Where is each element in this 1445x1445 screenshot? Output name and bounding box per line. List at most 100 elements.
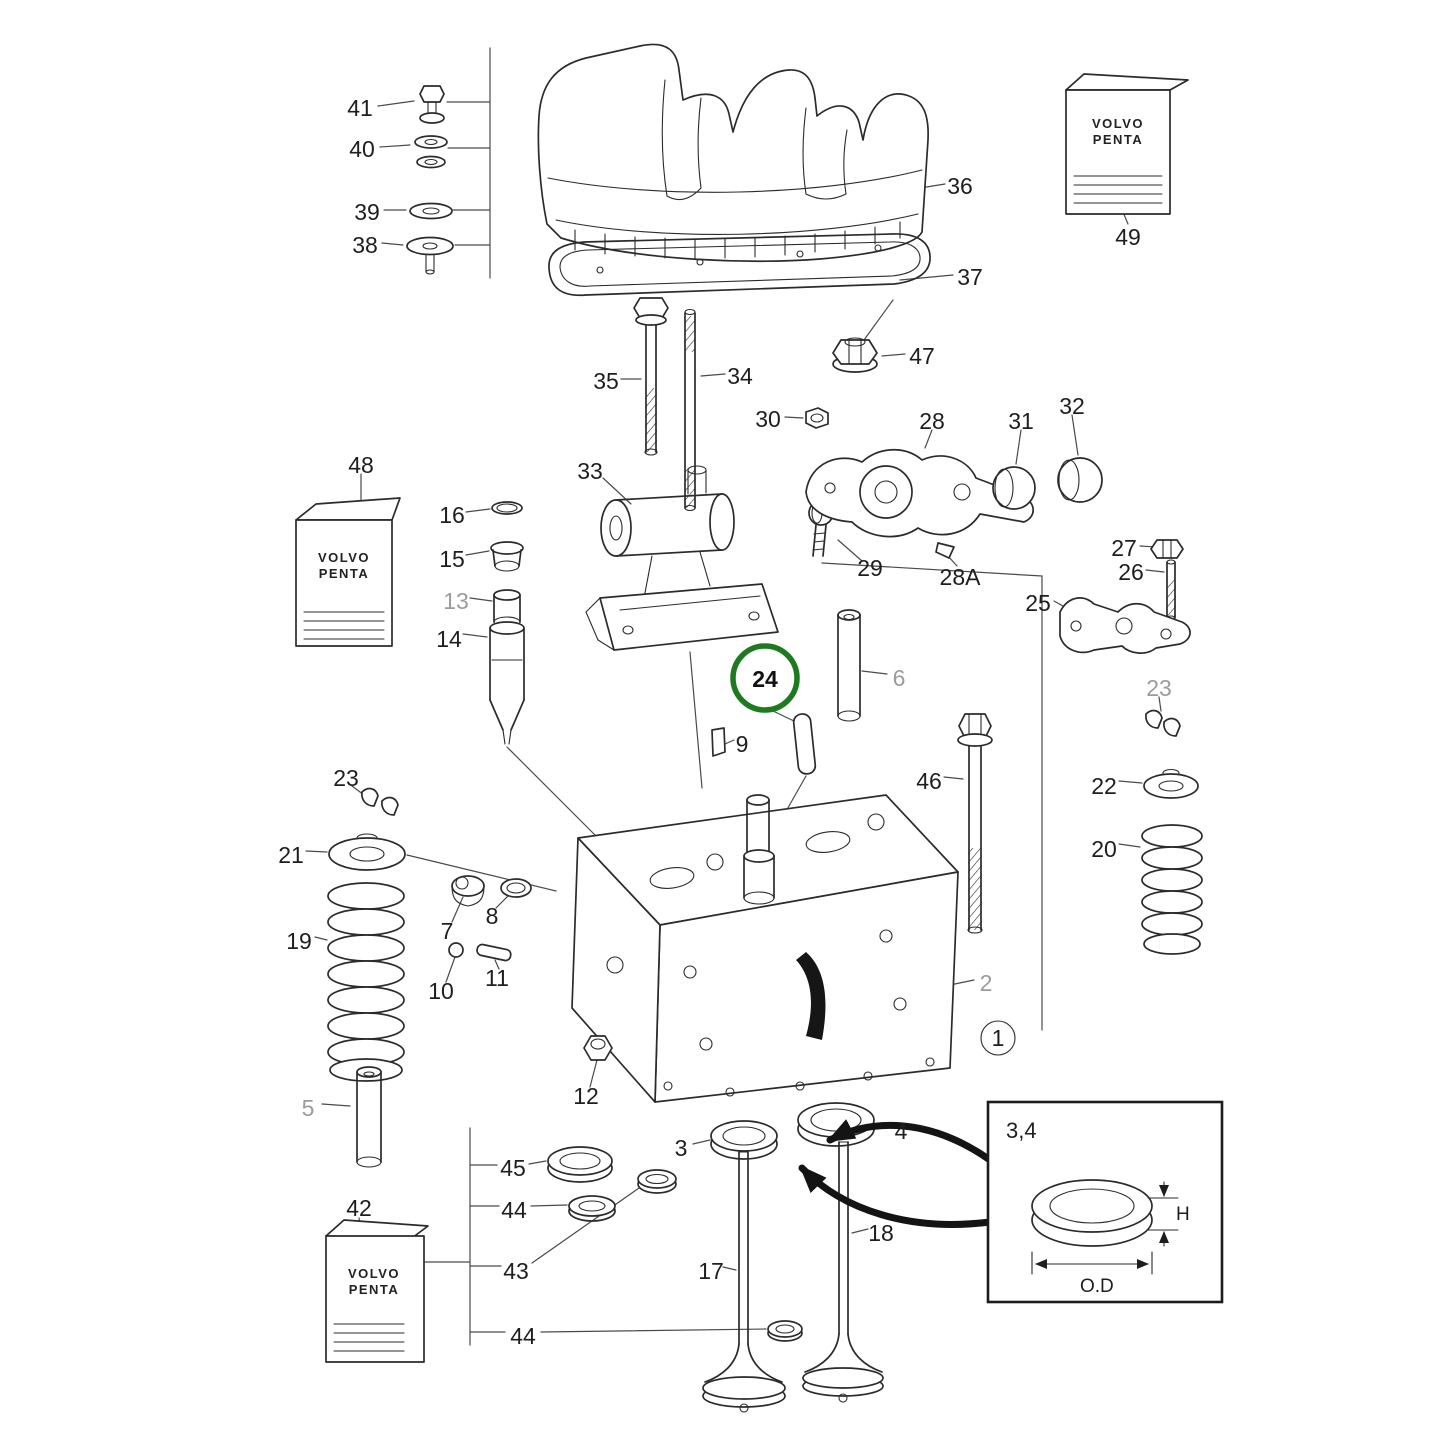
valve-guide-5: [356, 1066, 382, 1168]
cap-32: [1057, 457, 1103, 503]
part-label-5-42: 5: [302, 1095, 315, 1121]
pin-11: [476, 943, 512, 962]
stud-34: [684, 308, 696, 512]
plug-12: [583, 1035, 613, 1061]
ring-44-lower: [767, 1320, 803, 1342]
part-label-23-32: 23: [333, 765, 359, 791]
part-label-36-4: 36: [947, 173, 973, 199]
plug-7: [451, 875, 485, 907]
roller-31: [992, 466, 1036, 510]
seal-ring-8: [500, 878, 532, 898]
parts-kit-box-49: VOLVO PENTA: [1065, 73, 1189, 215]
bolt-46: [957, 713, 993, 934]
stud-26: [1166, 559, 1176, 621]
part-label-14-23: 14: [436, 626, 462, 652]
part-label-17-49: 17: [698, 1258, 724, 1284]
part-label-10-37: 10: [428, 978, 454, 1004]
parts-kit-box-48: VOLVO PENTA: [295, 497, 401, 647]
part-label-19-36: 19: [286, 928, 312, 954]
part-label-26-18: 26: [1118, 559, 1144, 585]
part-label-25-19: 25: [1025, 590, 1051, 616]
spring-retainer-21: [328, 833, 406, 871]
part-label-3-43: 3: [675, 1135, 688, 1161]
part-label-7-34: 7: [441, 918, 454, 944]
parts-kit-box-42: VOLVO PENTA: [325, 1219, 429, 1363]
part-label-45-44: 45: [500, 1155, 526, 1181]
bolt-35: [633, 297, 669, 456]
inset-label-3-4: 3,4: [1006, 1118, 1037, 1143]
cover-gasket-37: [548, 233, 931, 297]
valve-keepers-23-left: [361, 787, 399, 816]
part-label-11-38: 11: [485, 965, 509, 991]
seal-45: [547, 1146, 613, 1183]
part-label-1-40: 1: [992, 1025, 1005, 1051]
brand-volvo-42: VOLVO: [348, 1266, 400, 1281]
bolt-washer-stack-38-41: [406, 85, 454, 275]
nut-27: [1150, 539, 1184, 559]
valve-keepers-23-right: [1145, 709, 1181, 737]
part-label-22-30: 22: [1091, 773, 1117, 799]
part-label-27-17: 27: [1111, 535, 1137, 561]
spring-retainer-22: [1143, 768, 1199, 799]
part-label-28a-16: 28A: [940, 564, 982, 590]
part-label-46-29: 46: [916, 768, 942, 794]
part-label-9-28: 9: [736, 731, 749, 757]
part-label-13-22: 13: [443, 588, 469, 614]
part-label-32-13: 32: [1059, 393, 1085, 419]
valve-seat-3: [710, 1120, 778, 1160]
part-label-41-0: 41: [347, 95, 373, 121]
part-label-34-9: 34: [727, 363, 753, 389]
nut-30: [805, 407, 829, 429]
part-label-43-48: 43: [503, 1258, 529, 1284]
cover-hatching: [574, 221, 901, 260]
brand-volvo-48: VOLVO: [318, 550, 370, 565]
inset-od-label: O.D: [1080, 1276, 1114, 1297]
part-label-49-5: 49: [1115, 224, 1141, 250]
part-label-37-6: 37: [957, 264, 983, 290]
valve-guide-6: [837, 609, 861, 722]
part-label-20-31: 20: [1091, 836, 1117, 862]
valve-spring-20: [1141, 824, 1203, 955]
part-label-4-46: 4: [895, 1118, 908, 1144]
part-label-35-8: 35: [593, 368, 619, 394]
flange-nut-47: [832, 337, 878, 373]
part-label-44-45: 44: [501, 1197, 527, 1223]
ring-43: [637, 1169, 677, 1194]
part-label-30-10: 30: [755, 406, 781, 432]
valve-17: [702, 1151, 786, 1413]
part-label-44-51: 44: [510, 1323, 536, 1349]
valve-cover-36: [537, 43, 929, 263]
part-label-6-26: 6: [893, 665, 906, 691]
part-label-33-14: 33: [577, 458, 603, 484]
highlight-circle-24: [730, 643, 800, 713]
part-label-39-2: 39: [354, 199, 380, 225]
rocker-pedestal-33: [585, 465, 779, 651]
ball-10: [448, 942, 464, 958]
part-label-15-21: 15: [439, 546, 465, 572]
part-label-18-50: 18: [868, 1220, 894, 1246]
part-label-48-24: 48: [348, 452, 374, 478]
valve-spring-19: [327, 882, 405, 1082]
part-label-8-35: 8: [486, 903, 499, 929]
part-label-12-41: 12: [573, 1083, 599, 1109]
valve-18: [802, 1141, 884, 1403]
key-28a: [935, 542, 955, 559]
part-label-31-12: 31: [1008, 408, 1034, 434]
inset-height-label: H: [1176, 1204, 1190, 1225]
part-label-28-11: 28: [919, 408, 945, 434]
part-label-47-7: 47: [909, 343, 935, 369]
brand-volvo-49: VOLVO: [1092, 116, 1144, 131]
bracket-25: [1059, 597, 1191, 654]
circled-ring-1: [980, 1020, 1016, 1056]
ring-44-upper: [568, 1195, 616, 1222]
seat-dimension-inset: 3,4 H O.D: [798, 1100, 1224, 1304]
pin-24: [792, 713, 817, 775]
part-label-38-3: 38: [352, 232, 378, 258]
part-label-21-33: 21: [278, 842, 304, 868]
brand-penta-49: PENTA: [1093, 132, 1144, 147]
pin-9: [711, 727, 726, 757]
part-label-24-25: 24: [752, 666, 778, 692]
